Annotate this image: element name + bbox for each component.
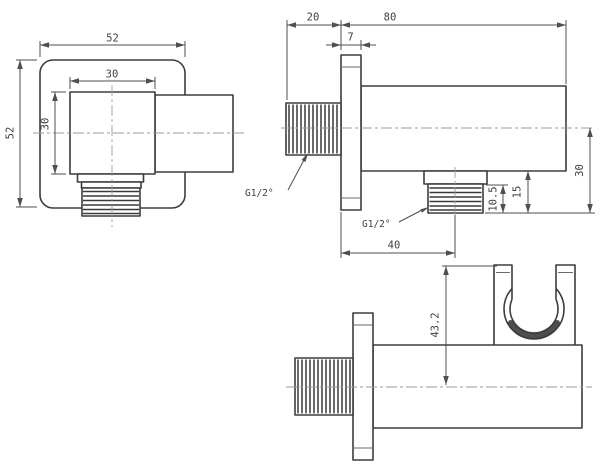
body-side-holder [372, 344, 583, 429]
side-view-top: 20 80 7 G1/2° G1/2° 10.5 [245, 12, 595, 258]
dim-body-length: 80 [384, 12, 397, 24]
front-view: 52 52 30 30 [5, 33, 247, 227]
side-view-top-dimensions: 20 80 7 G1/2° G1/2° 10.5 [245, 12, 595, 258]
dim-holder-height: 43.2 [430, 312, 442, 337]
dim-plate-width: 52 [106, 33, 119, 45]
holder-clip-inner-arc [509, 299, 559, 334]
wall-plate-side2 [352, 312, 374, 461]
side-view-bottom-dimensions: 43.2 [430, 265, 497, 385]
front-view-centerlines [33, 85, 247, 227]
outlet-neck-inner [80, 181, 142, 189]
side-view-top-centerlines [281, 127, 594, 218]
dim-plate-thickness: 7 [347, 32, 353, 44]
dim-inner-width: 30 [106, 69, 119, 81]
outlet-thread-side [427, 183, 484, 214]
outlet-thread-leader [398, 209, 423, 223]
inlet-thread2 [294, 357, 354, 416]
holder-block [493, 264, 576, 345]
dim-inner-height: 30 [40, 118, 52, 131]
side-outlet-body [154, 94, 234, 173]
dim-inlet-thread-length: 20 [307, 12, 320, 24]
front-view-dimensions: 52 52 30 30 [5, 33, 186, 208]
side-view-bottom-outline [294, 264, 583, 461]
outlet-thread-ridges [83, 190, 139, 215]
inlet-thread-ribs2 [297, 359, 351, 414]
label-outlet-thread: G1/2° [362, 219, 391, 230]
holder-clip-shading [508, 320, 560, 339]
wall-plate-edge-lines [341, 66, 361, 199]
label-inlet-thread: G1/2° [245, 188, 274, 199]
dim-plate-height: 52 [5, 127, 17, 140]
body-side [360, 85, 567, 172]
outlet-thread [81, 187, 141, 217]
outlet-thread-ridges-side [429, 187, 482, 211]
wall-plate-side [340, 54, 362, 211]
dim-wall-to-outlet-center: 40 [388, 240, 401, 252]
dim-outlet-thread-length: 10.5 [488, 186, 500, 211]
dim-center-to-outlet-end: 30 [574, 164, 586, 177]
inlet-thread-leader [287, 159, 305, 191]
front-view-outline [39, 59, 234, 217]
wall-plate-edge-lines2 [353, 324, 373, 449]
outlet-neck-outer [76, 173, 145, 183]
dim-outlet-drop: 15 [512, 186, 524, 199]
outlet-neck-side [423, 170, 488, 185]
side-view-bottom: 43.2 [286, 264, 592, 461]
inlet-thread-ribs [288, 104, 338, 154]
handset-holder [493, 264, 576, 345]
side-view-top-outline [285, 54, 567, 214]
holder-clip-outer-arc [503, 288, 565, 340]
